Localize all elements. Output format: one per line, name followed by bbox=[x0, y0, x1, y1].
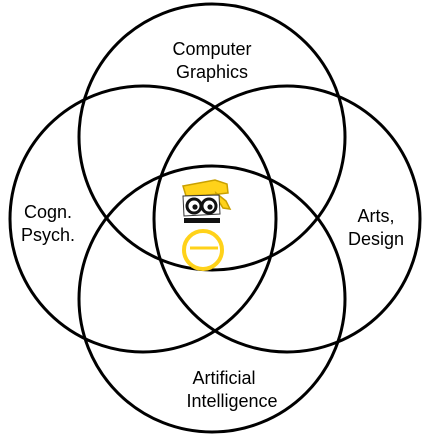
label-artificial-intelligence-line1: Artificial bbox=[192, 368, 255, 388]
circle-artificial-intelligence bbox=[77, 164, 347, 434]
label-cognitive-psychology-line2: Psych. bbox=[21, 225, 75, 245]
right-pupil bbox=[207, 204, 213, 210]
mascot-ring bbox=[182, 229, 224, 271]
bandana bbox=[182, 179, 229, 197]
label-computer-graphics-line2: Graphics bbox=[176, 62, 248, 82]
left-pupil bbox=[192, 204, 198, 210]
mouth bbox=[184, 218, 220, 223]
label-cognitive-psychology-line1: Cogn. bbox=[24, 202, 72, 222]
circle-cognitive-psychology bbox=[8, 84, 278, 354]
label-artificial-intelligence-line2: Intelligence bbox=[186, 391, 277, 411]
label-computer-graphics-line1: Computer bbox=[172, 39, 251, 59]
label-arts-design-line2: Design bbox=[348, 229, 404, 249]
mascot-face-with-bandana-icon bbox=[182, 179, 232, 271]
circle-computer-graphics bbox=[77, 2, 347, 272]
label-arts-design-line1: Arts, bbox=[357, 206, 394, 226]
circle-arts-design bbox=[152, 84, 422, 354]
